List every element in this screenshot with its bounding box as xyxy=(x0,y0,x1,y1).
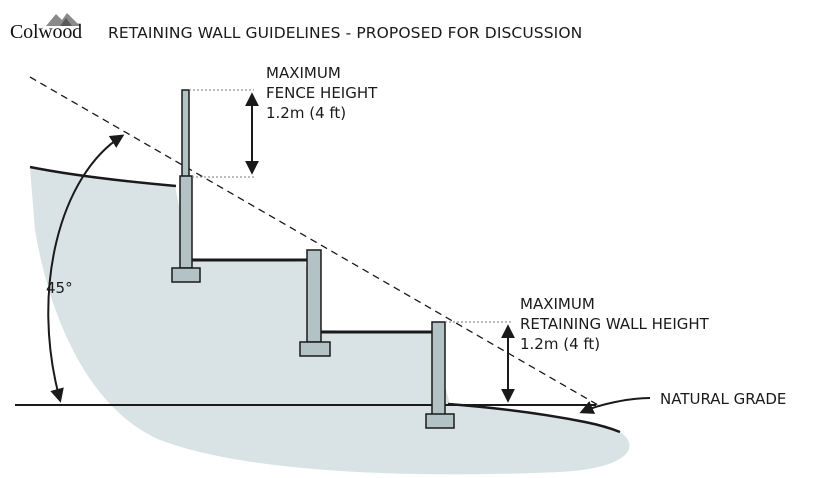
natural-grade-label: NATURAL GRADE xyxy=(660,390,787,408)
logo-text: Colwood xyxy=(10,21,82,43)
retaining-wall-2 xyxy=(299,249,331,357)
fence-height-label: MAXIMUM FENCE HEIGHT 1.2m (4 ft) xyxy=(266,63,377,123)
wall-height-label: MAXIMUM RETAINING WALL HEIGHT 1.2m (4 ft… xyxy=(520,294,709,354)
fence-label-line-3: 1.2m (4 ft) xyxy=(266,104,347,122)
wall-label-line-2: RETAINING WALL HEIGHT xyxy=(520,315,709,333)
angle-label: 45° xyxy=(46,279,73,297)
angle-arc xyxy=(47,134,125,403)
logo-mountains-icon xyxy=(46,13,80,26)
retaining-wall-3 xyxy=(425,321,455,429)
wall-label-line-1: MAXIMUM xyxy=(520,295,595,313)
page-title: RETAINING WALL GUIDELINES - PROPOSED FOR… xyxy=(108,24,583,42)
fence-label-line-2: FENCE HEIGHT xyxy=(266,84,378,102)
lower-grade-line xyxy=(447,402,621,434)
fence-post xyxy=(181,89,190,179)
natural-grade-pointer xyxy=(579,397,651,414)
retaining-wall-1 xyxy=(171,175,201,283)
fence-label-line-1: MAXIMUM xyxy=(266,64,341,82)
wall-label-line-3: 1.2m (4 ft) xyxy=(520,335,601,353)
